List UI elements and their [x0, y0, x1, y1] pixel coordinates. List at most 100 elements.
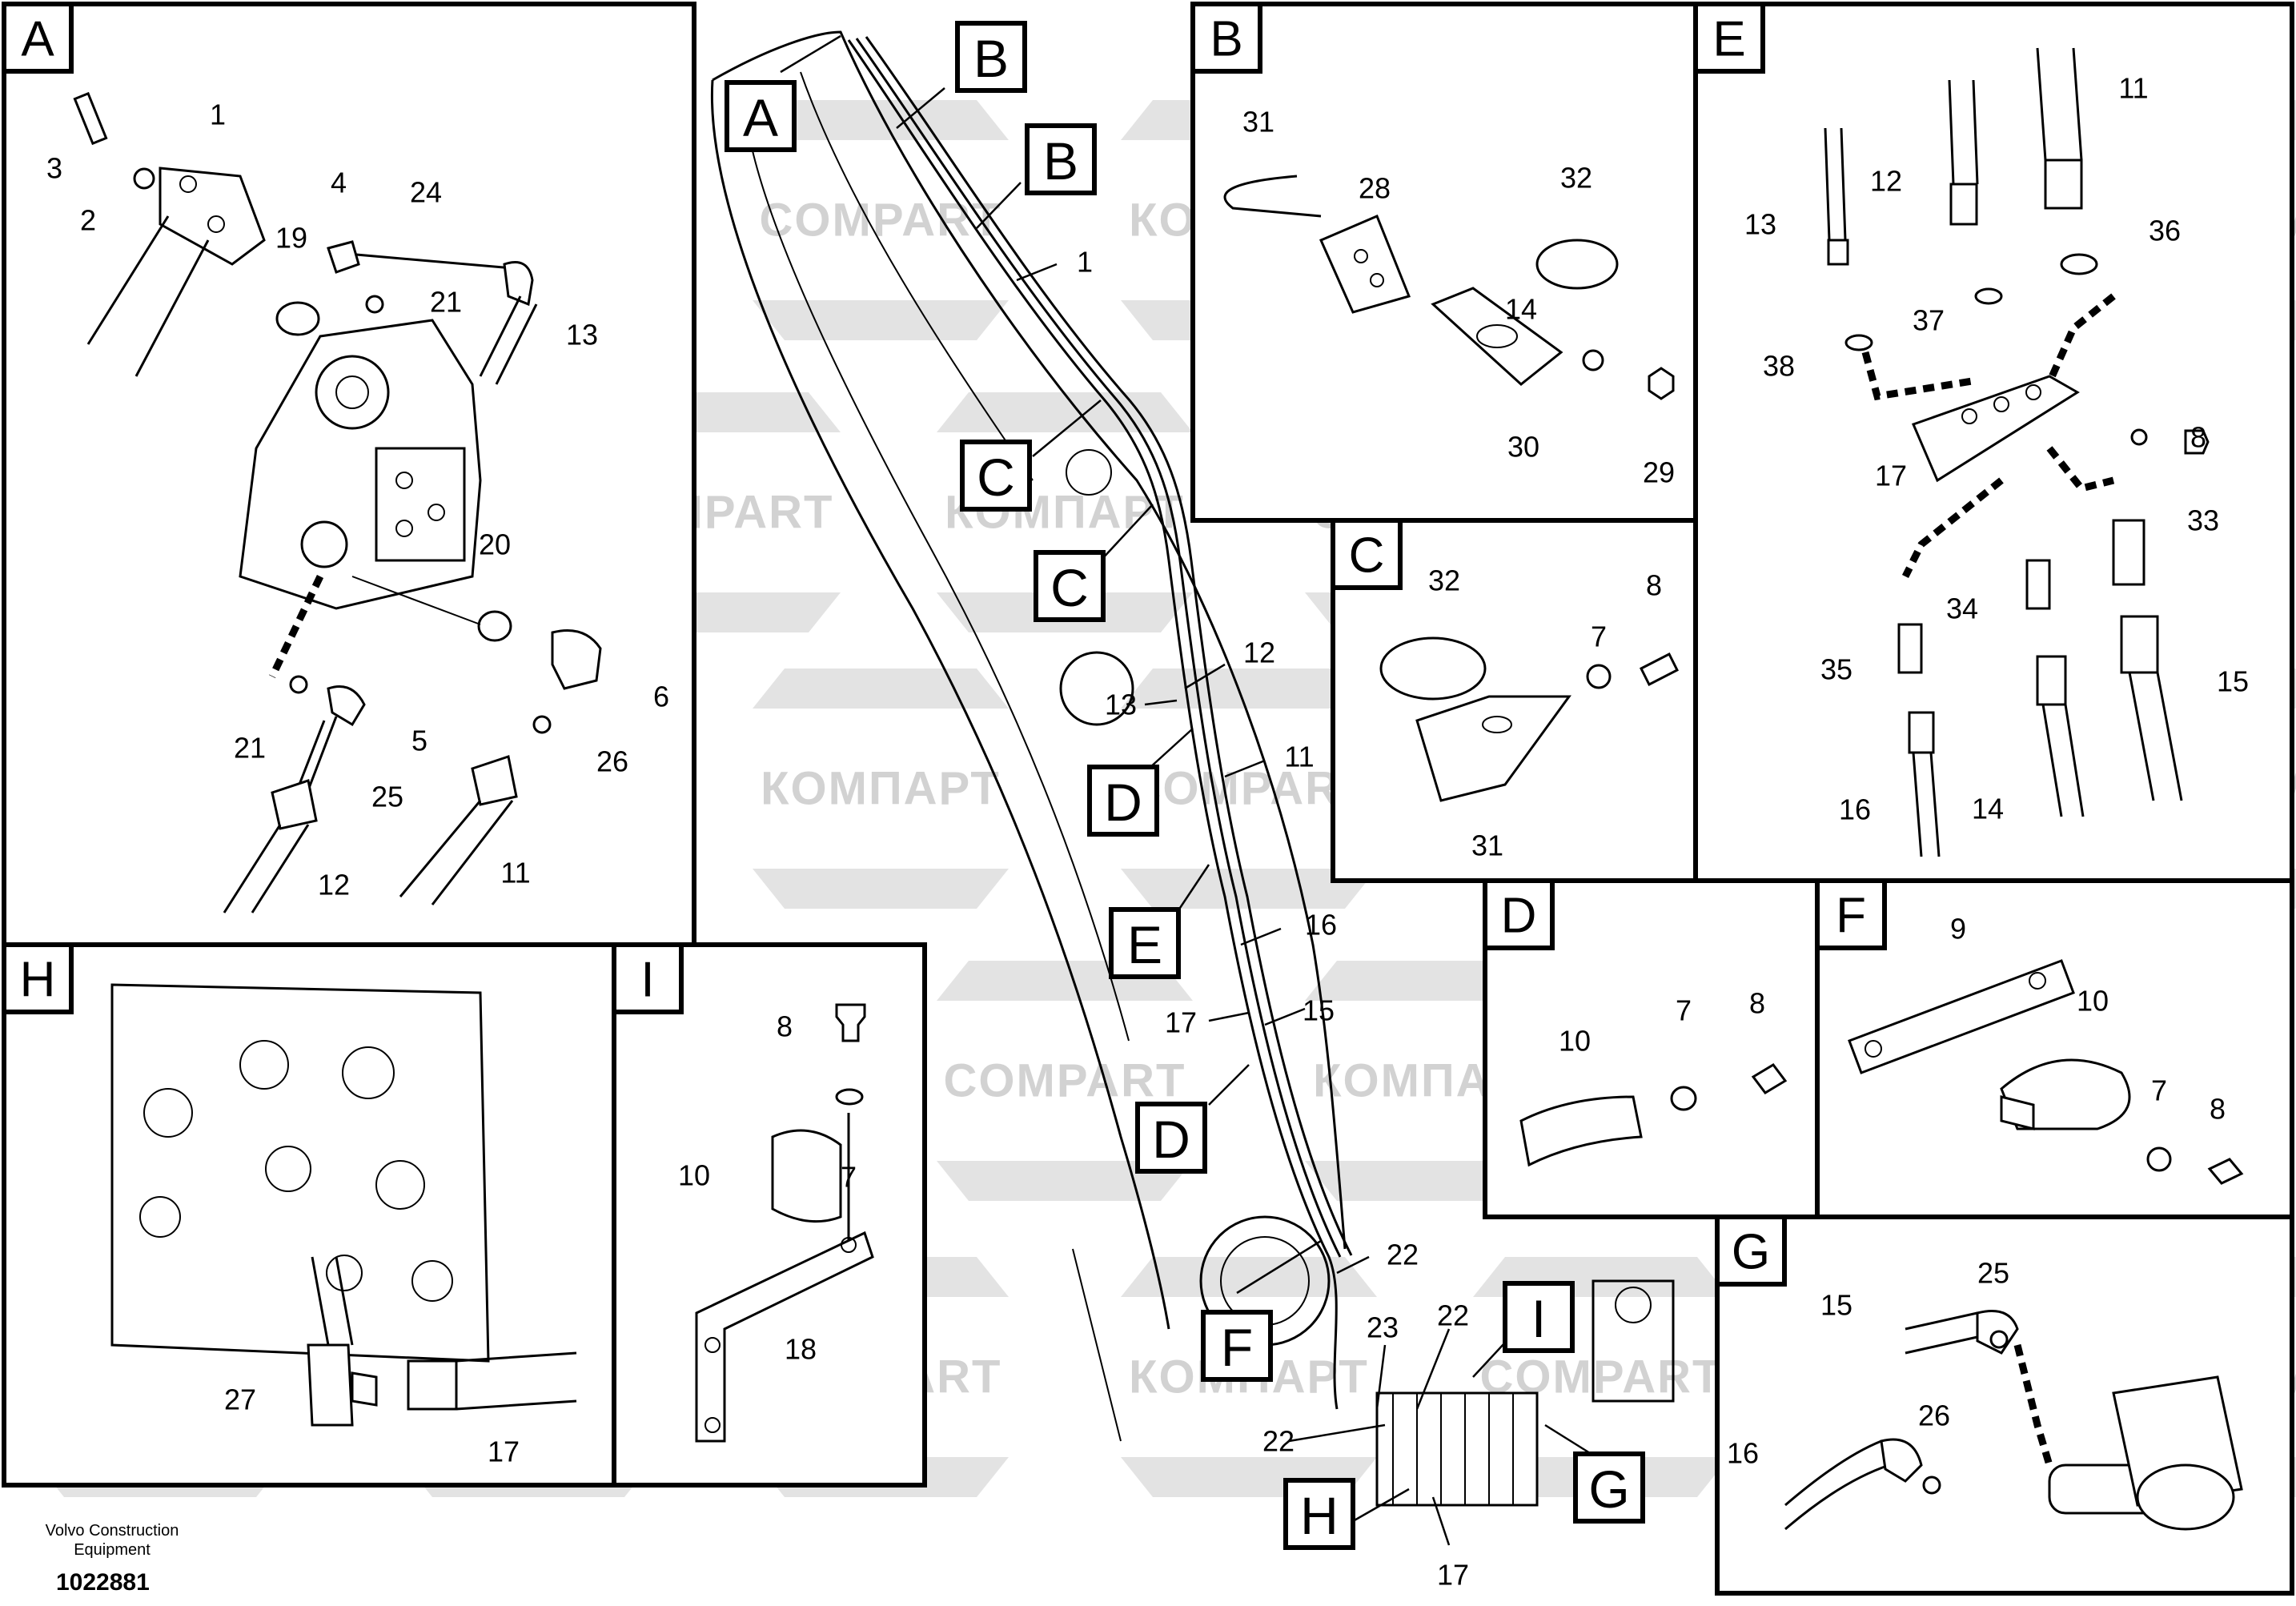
clamp-10-i	[771, 1129, 842, 1223]
nut-17-e	[1908, 711, 1935, 754]
boom-outer-edge	[712, 30, 1347, 1250]
panel-i-drawing	[695, 1003, 874, 1443]
panel-b-letter: B	[1210, 12, 1242, 67]
callout-d2-letter: D	[1152, 1110, 1190, 1169]
o-ring-21b	[289, 675, 308, 694]
o-ring-21a	[365, 295, 384, 314]
bolt-8-f	[2207, 1158, 2244, 1185]
part-number-i: 7	[841, 1161, 857, 1194]
part-number-e: 36	[2149, 215, 2181, 247]
part-number-f: 8	[2210, 1093, 2226, 1126]
callout-a-letter: A	[743, 88, 778, 147]
adapter-34	[2112, 519, 2145, 586]
washer-2	[133, 167, 155, 190]
panel-h-letter: H	[20, 953, 56, 1008]
u-bolt-29	[1223, 175, 1322, 218]
o-ring-37	[2060, 253, 2098, 275]
panel-b-drawing	[1223, 175, 1675, 400]
clamp-32	[1535, 239, 1619, 290]
callout-f-letter: F	[1221, 1318, 1253, 1377]
hose-17-h	[456, 1351, 577, 1411]
watermark-tile: COMPART	[937, 961, 1193, 1201]
pump-cover	[375, 447, 466, 562]
part-number-e: 12	[1870, 165, 1902, 198]
plate-28	[1319, 215, 1411, 314]
panel-d-drawing	[1519, 1063, 1788, 1167]
block-33	[1911, 375, 2080, 483]
part-number-e: 35	[1820, 653, 1852, 686]
adapter-36	[1897, 623, 1923, 674]
part-number-a: 19	[275, 222, 307, 255]
part-number-a: 2	[80, 204, 96, 237]
callout-c1-letter: C	[977, 448, 1015, 507]
hose-bundle-1	[847, 39, 1339, 1410]
part-number-main: 1	[1077, 246, 1093, 279]
panel-frame-i	[612, 942, 927, 1488]
clamp-tab-f	[2000, 1095, 2035, 1130]
hose-16-e	[2128, 672, 2183, 801]
publisher-line-1: Volvo Construction	[45, 1522, 179, 1540]
nut-11	[471, 755, 518, 806]
part-number-e: 16	[1839, 793, 1871, 826]
part-number-a: 24	[410, 176, 442, 209]
part-number-b: 30	[1507, 431, 1539, 464]
callout-g: G	[1573, 1451, 1645, 1524]
bracket-31	[1431, 287, 1563, 386]
panel-h-label: H	[2, 942, 74, 1014]
part-number-a: 6	[653, 681, 669, 713]
hose-13	[479, 295, 538, 385]
part-number-d: 10	[1559, 1025, 1591, 1058]
part-number-a: 13	[566, 319, 598, 351]
part-number-d: 8	[1749, 987, 1765, 1020]
part-number-main: 17	[1165, 1006, 1197, 1039]
adapter-35	[2025, 559, 2051, 610]
part-number-main: 11	[1284, 741, 1314, 773]
part-number-c: 31	[1471, 829, 1503, 862]
bracket-18	[695, 1231, 874, 1443]
panel-b-label: B	[1190, 2, 1262, 74]
part-number-b: 28	[1359, 172, 1391, 205]
part-number-c: 32	[1428, 564, 1460, 597]
part-number-i: 18	[785, 1333, 817, 1366]
panel-e-letter: E	[1712, 12, 1745, 67]
panel-e-drawing	[1824, 47, 2210, 857]
callout-d1-letter: D	[1104, 773, 1142, 832]
part-number-g: 25	[1977, 1257, 2009, 1290]
panel-c-label: C	[1331, 518, 1403, 590]
part-number-d: 7	[1676, 994, 1692, 1027]
nut-12	[271, 779, 318, 830]
panel-d-letter: D	[1501, 889, 1537, 944]
elbow-13	[503, 261, 534, 307]
o-ring-25-g	[1989, 1330, 2009, 1349]
panel-a-label: A	[2, 2, 74, 74]
hose-11	[399, 800, 514, 905]
tank-cap	[1615, 1287, 1652, 1323]
part-number-a: 3	[46, 152, 62, 185]
part-number-e: 33	[2187, 504, 2219, 537]
panel-f-letter: F	[1836, 889, 1866, 944]
control-valve-block	[1375, 1391, 1539, 1507]
part-number-e: 11	[2118, 72, 2148, 105]
part-number-b: 29	[1643, 456, 1675, 489]
fitting-13-e	[1827, 239, 1849, 266]
fitting-16-g	[1880, 1438, 1923, 1483]
part-number-e: 15	[2217, 665, 2249, 698]
boom-panel-line-2	[800, 71, 1034, 481]
boom-base-line	[1072, 1248, 1122, 1442]
panel-a-letter: A	[21, 12, 54, 67]
panel-frame-b	[1190, 2, 1698, 523]
main-callout-leaders	[780, 34, 1610, 1523]
callout-d-1: D	[1087, 765, 1159, 837]
valve-body-h	[110, 983, 490, 1363]
dash-e-1	[1861, 351, 1978, 401]
washer-14	[1582, 349, 1604, 371]
panel-f-drawing	[1848, 959, 2244, 1185]
boom-panel-line	[744, 103, 1130, 1042]
part-number-main: 13	[1105, 689, 1137, 721]
o-ring-39	[1844, 334, 1873, 351]
svg-text:КОМПАРТ: КОМПАРТ	[761, 763, 1001, 815]
nut-15-e	[2036, 655, 2067, 706]
tank-block	[1592, 1279, 1675, 1403]
part-number-b: 32	[1560, 162, 1592, 195]
